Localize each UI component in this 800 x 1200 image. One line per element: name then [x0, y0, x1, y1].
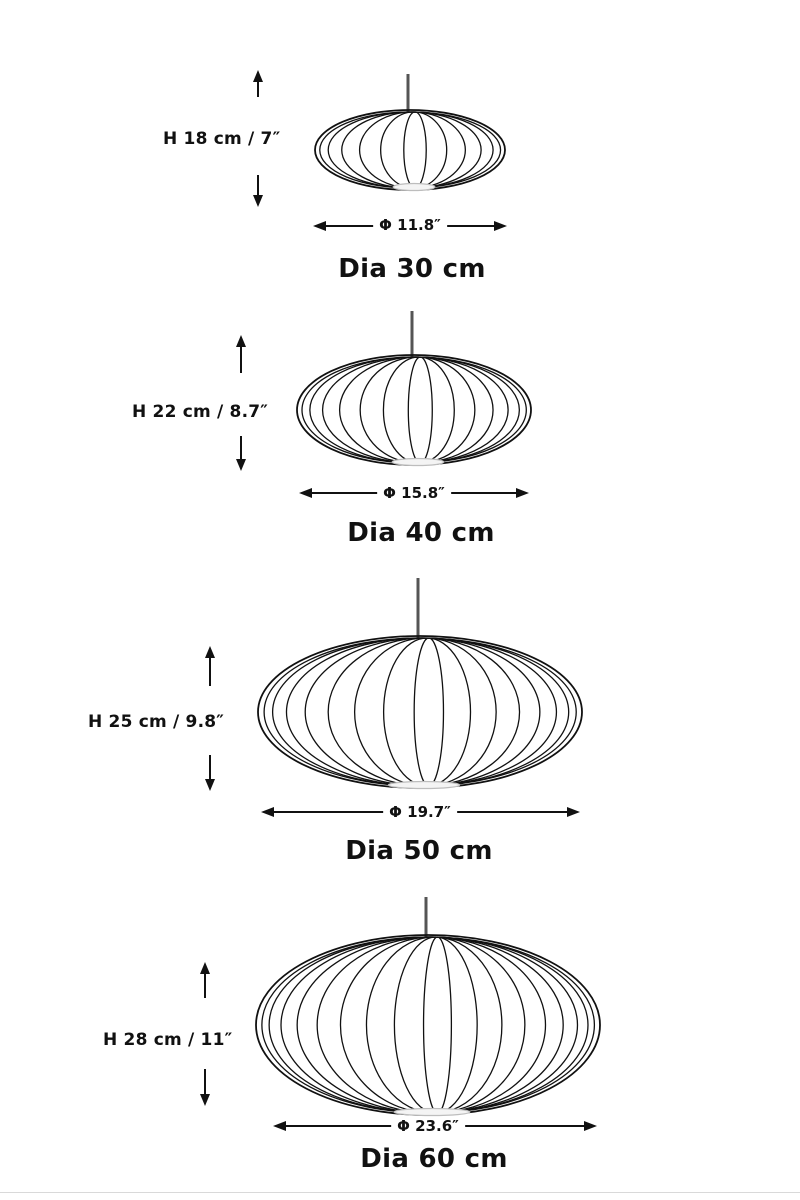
- lamp-rib: [428, 637, 445, 787]
- lamp-rib: [414, 356, 527, 464]
- lamp-rib: [271, 637, 421, 787]
- lamp-variant-30: H 18 cm / 7″ Φ 11.8″ Dia 30 cm: [0, 0, 800, 300]
- lamp-rib: [383, 637, 428, 787]
- bottom-divider: [0, 1192, 800, 1193]
- size-title: Dia 50 cm: [345, 836, 493, 866]
- double-arrow-icon: [494, 221, 507, 231]
- diameter-label: Φ 23.6″: [391, 1117, 465, 1135]
- up-arrow-icon: [253, 70, 263, 82]
- lamp-rib: [410, 111, 494, 189]
- lamp-rib: [425, 637, 497, 787]
- lamp-rib: [263, 637, 421, 787]
- double-arrow-icon: [313, 221, 326, 231]
- down-arrow-icon: [200, 1094, 210, 1106]
- lamp-variant-60: H 28 cm / 11″ Φ 23.6″ Dia 60 cm: [0, 0, 800, 1174]
- lamp-rib: [428, 936, 595, 1114]
- lamp-rib: [407, 356, 421, 464]
- lamp-rib: [431, 936, 547, 1114]
- lamp-rib: [414, 356, 520, 464]
- lamp-rib: [432, 936, 526, 1114]
- up-arrow-icon: [200, 962, 210, 974]
- lamp-rib: [413, 637, 429, 787]
- lamp-rib: [420, 637, 577, 787]
- lamp-rib: [420, 356, 433, 464]
- lamp-rib: [421, 637, 558, 787]
- size-title: Dia 60 cm: [360, 1144, 508, 1174]
- bottom-opening: [387, 780, 461, 790]
- up-arrow-icon: [205, 646, 215, 658]
- lamp-rib: [393, 936, 436, 1114]
- height-label: H 18 cm / 7″: [163, 129, 281, 149]
- bottom-opening: [393, 1107, 471, 1117]
- lamp-rib: [382, 356, 419, 464]
- lamp-rib: [261, 936, 429, 1114]
- height-label: H 28 cm / 11″: [103, 1030, 233, 1050]
- lamp-rib: [309, 356, 415, 464]
- lamp-rib: [418, 356, 455, 464]
- lamp-variant-40: H 22 cm / 8.7″ Φ 15.8″ Dia 40 cm: [0, 0, 800, 548]
- lamp-rib: [435, 936, 478, 1114]
- lamp-rib: [420, 637, 570, 787]
- lamp-50-graphics: [205, 578, 583, 817]
- lamp-rib: [427, 637, 472, 787]
- lamp-rib: [430, 936, 564, 1114]
- lamp-rib: [268, 936, 429, 1114]
- bottom-opening: [391, 457, 445, 467]
- lamp-rib: [412, 111, 466, 189]
- lamp-rib: [327, 111, 411, 189]
- diameter-label: Φ 19.7″: [383, 803, 457, 821]
- lamp-variant-50: H 25 cm / 9.8″ Φ 19.7″ Dia 50 cm: [0, 0, 800, 866]
- lamp-rib: [338, 356, 417, 464]
- lamp-rib: [416, 356, 494, 464]
- lamp-rib: [428, 936, 589, 1114]
- lamp-rib: [354, 637, 426, 787]
- lamp-rib: [322, 356, 416, 464]
- lamp-rib: [341, 111, 412, 189]
- lamp-rib: [339, 936, 433, 1114]
- double-arrow-icon: [516, 488, 529, 498]
- lamp-rib: [437, 936, 453, 1114]
- up-arrow-icon: [236, 335, 246, 347]
- down-arrow-icon: [236, 459, 246, 471]
- lamp-rib: [316, 936, 432, 1114]
- lamp-rib: [358, 111, 413, 189]
- lamp-rib: [359, 356, 418, 464]
- lamp-rib: [417, 356, 476, 464]
- diameter-label: Φ 11.8″: [373, 216, 447, 234]
- lamp-rib: [327, 637, 424, 787]
- lamp-rib: [410, 111, 502, 189]
- lamp-60-graphics: [200, 897, 601, 1131]
- lamp-rib: [301, 356, 415, 464]
- height-label: H 22 cm / 8.7″: [132, 402, 269, 422]
- down-arrow-icon: [205, 779, 215, 791]
- double-arrow-icon: [584, 1121, 597, 1131]
- size-title: Dia 40 cm: [347, 518, 495, 548]
- bottom-opening: [392, 182, 436, 192]
- diameter-label: Φ 15.8″: [377, 484, 451, 502]
- double-arrow-icon: [273, 1121, 286, 1131]
- lamp-rib: [304, 637, 423, 787]
- height-label: H 25 cm / 9.8″: [88, 712, 225, 732]
- lamp-rib: [429, 936, 579, 1114]
- lamp-rib: [296, 936, 431, 1114]
- lamp-rib: [411, 111, 482, 189]
- lamp-drawing-50: [205, 578, 583, 817]
- lamp-rib: [319, 111, 411, 189]
- double-arrow-icon: [299, 488, 312, 498]
- lamp-rib: [365, 936, 435, 1114]
- lamp-rib: [415, 356, 509, 464]
- down-arrow-icon: [253, 195, 263, 207]
- double-arrow-icon: [567, 807, 580, 817]
- lamp-rib: [285, 637, 422, 787]
- lamp-rib: [423, 637, 521, 787]
- double-arrow-icon: [261, 807, 274, 817]
- size-title: Dia 30 cm: [338, 254, 486, 284]
- lamp-rib: [434, 936, 503, 1114]
- lamp-rib: [422, 637, 541, 787]
- lamp-rib: [280, 936, 430, 1114]
- lamp-rib: [422, 936, 438, 1114]
